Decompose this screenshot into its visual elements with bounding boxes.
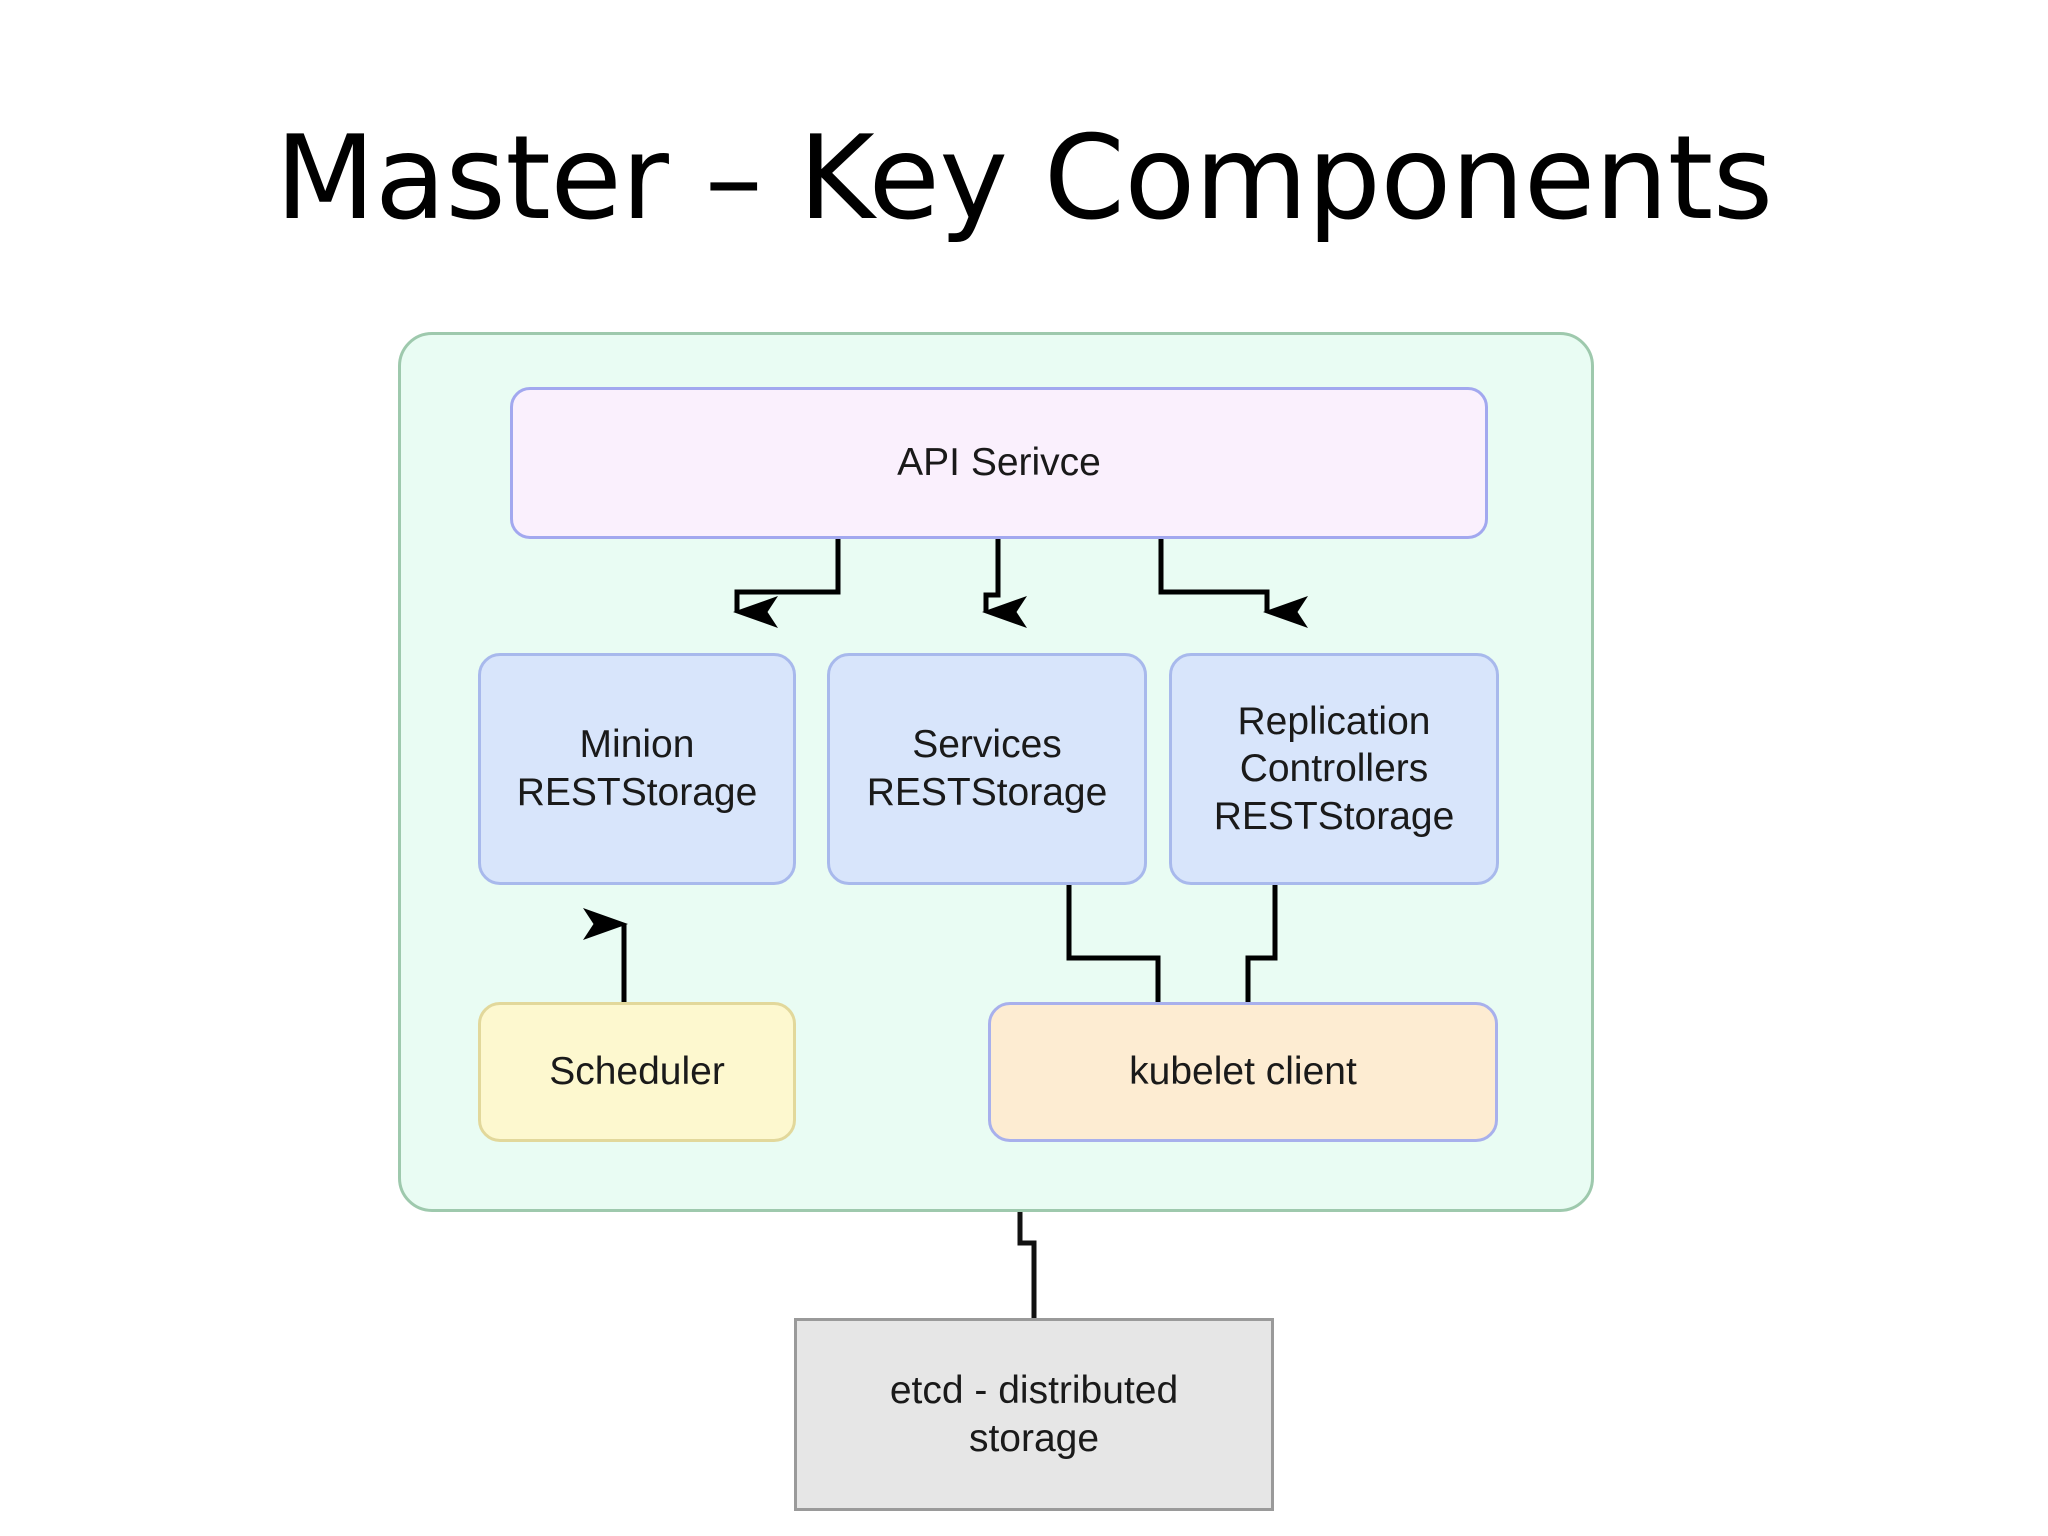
node-services-reststorage-line2: RESTStorage xyxy=(866,771,1108,814)
node-etcd-line1: etcd - distributed xyxy=(889,1368,1179,1412)
node-scheduler[interactable]: Scheduler xyxy=(478,1002,796,1142)
node-replication-controllers-line2: Controllers xyxy=(1239,747,1429,791)
node-services-reststorage-line1: Services xyxy=(912,723,1062,767)
edge-master-to-etcd xyxy=(1017,1212,1037,1318)
node-replication-controllers-reststorage[interactable]: Replication Controllers RESTStorage xyxy=(1169,653,1499,885)
node-replication-controllers-line1: Replication xyxy=(1237,699,1431,743)
node-api-service[interactable]: API Serivce xyxy=(510,387,1488,539)
node-services-reststorage-label: Services RESTStorage xyxy=(867,721,1108,816)
node-replication-controllers-line3: RESTStorage xyxy=(1213,794,1455,838)
node-services-reststorage[interactable]: Services RESTStorage xyxy=(827,653,1147,885)
node-minion-reststorage-label: Minion RESTStorage xyxy=(517,721,758,816)
node-etcd[interactable]: etcd - distributed storage xyxy=(794,1318,1274,1511)
node-etcd-line2: storage xyxy=(968,1416,1100,1460)
node-minion-reststorage-line1: Minion xyxy=(579,723,695,767)
node-scheduler-label: Scheduler xyxy=(549,1050,725,1094)
node-minion-reststorage[interactable]: Minion RESTStorage xyxy=(478,653,796,885)
node-api-service-label: API Serivce xyxy=(897,441,1101,485)
node-etcd-label: etcd - distributed storage xyxy=(890,1367,1178,1462)
node-minion-reststorage-line2: RESTStorage xyxy=(516,771,758,814)
node-replication-controllers-label: Replication Controllers RESTStorage xyxy=(1214,698,1455,841)
node-kubelet-client[interactable]: kubelet client xyxy=(988,1002,1498,1142)
page-title: Master – Key Components xyxy=(275,111,1773,246)
node-kubelet-client-label: kubelet client xyxy=(1129,1050,1357,1094)
